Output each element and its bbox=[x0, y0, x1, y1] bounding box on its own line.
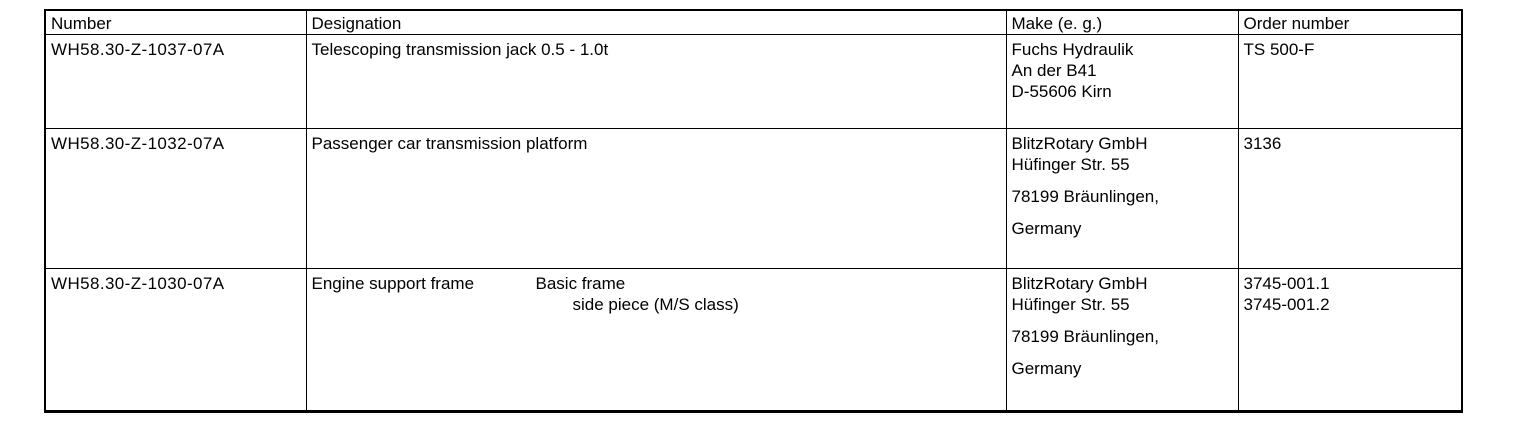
make-line: D-55606 Kirn bbox=[1011, 82, 1112, 101]
order-line: TS 500-F bbox=[1243, 40, 1315, 59]
designation-main: Engine support frame bbox=[311, 274, 475, 293]
cell-order-number: TS 500-F bbox=[1237, 34, 1463, 129]
header-designation: Designation bbox=[305, 9, 1007, 35]
make-line: 78199 Bräunlingen, bbox=[1011, 327, 1159, 346]
make-line: Germany bbox=[1011, 359, 1082, 378]
order-line: 3745-001.1 bbox=[1243, 274, 1330, 293]
order-line: 3745-001.2 bbox=[1243, 295, 1330, 314]
table-row: WH58.30-Z-1032-07A Passenger car transmi… bbox=[44, 128, 1463, 269]
make-line: Germany bbox=[1011, 219, 1082, 238]
table-row: WH58.30-Z-1037-07A Telescoping transmiss… bbox=[44, 34, 1463, 129]
designation-detail-line: Basic frame bbox=[535, 274, 626, 293]
cell-make: BlitzRotary GmbH Hüfinger Str. 55 78199 … bbox=[1005, 128, 1239, 269]
cell-designation: Engine support frame Basic frame side pi… bbox=[305, 268, 1007, 412]
make-line: BlitzRotary GmbH bbox=[1011, 274, 1148, 293]
order-line: 3136 bbox=[1243, 134, 1282, 153]
cell-make: Fuchs Hydraulik An der B41 D-55606 Kirn bbox=[1005, 34, 1239, 129]
cell-make: BlitzRotary GmbH Hüfinger Str. 55 78199 … bbox=[1005, 268, 1239, 412]
cell-designation: Telescoping transmission jack 0.5 - 1.0t bbox=[305, 34, 1007, 129]
header-make: Make (e. g.) bbox=[1005, 9, 1239, 35]
cell-number: WH58.30-Z-1030-07A bbox=[44, 268, 307, 412]
make-line: An der B41 bbox=[1011, 61, 1097, 80]
cell-number: WH58.30-Z-1037-07A bbox=[44, 34, 307, 129]
equipment-table: Number Designation Make (e. g.) Order nu… bbox=[44, 9, 1463, 413]
designation-detail-line: side piece (M/S class) bbox=[572, 295, 739, 314]
header-order-number: Order number bbox=[1237, 9, 1463, 35]
make-line: 78199 Bräunlingen, bbox=[1011, 187, 1159, 206]
make-line: Hüfinger Str. 55 bbox=[1011, 155, 1130, 174]
cell-number: WH58.30-Z-1032-07A bbox=[44, 128, 307, 269]
cell-designation: Passenger car transmission platform bbox=[305, 128, 1007, 269]
table-row: WH58.30-Z-1030-07A Engine support frame … bbox=[44, 268, 1463, 412]
make-line: Hüfinger Str. 55 bbox=[1011, 295, 1130, 314]
cell-order-number: 3745-001.1 3745-001.2 bbox=[1237, 268, 1463, 412]
header-number: Number bbox=[44, 9, 307, 35]
make-line: Fuchs Hydraulik bbox=[1011, 40, 1134, 59]
cell-order-number: 3136 bbox=[1237, 128, 1463, 269]
make-line: BlitzRotary GmbH bbox=[1011, 134, 1148, 153]
designation-detail: Basic frame side piece (M/S class) bbox=[536, 273, 739, 315]
table-header-row: Number Designation Make (e. g.) Order nu… bbox=[44, 9, 1463, 35]
